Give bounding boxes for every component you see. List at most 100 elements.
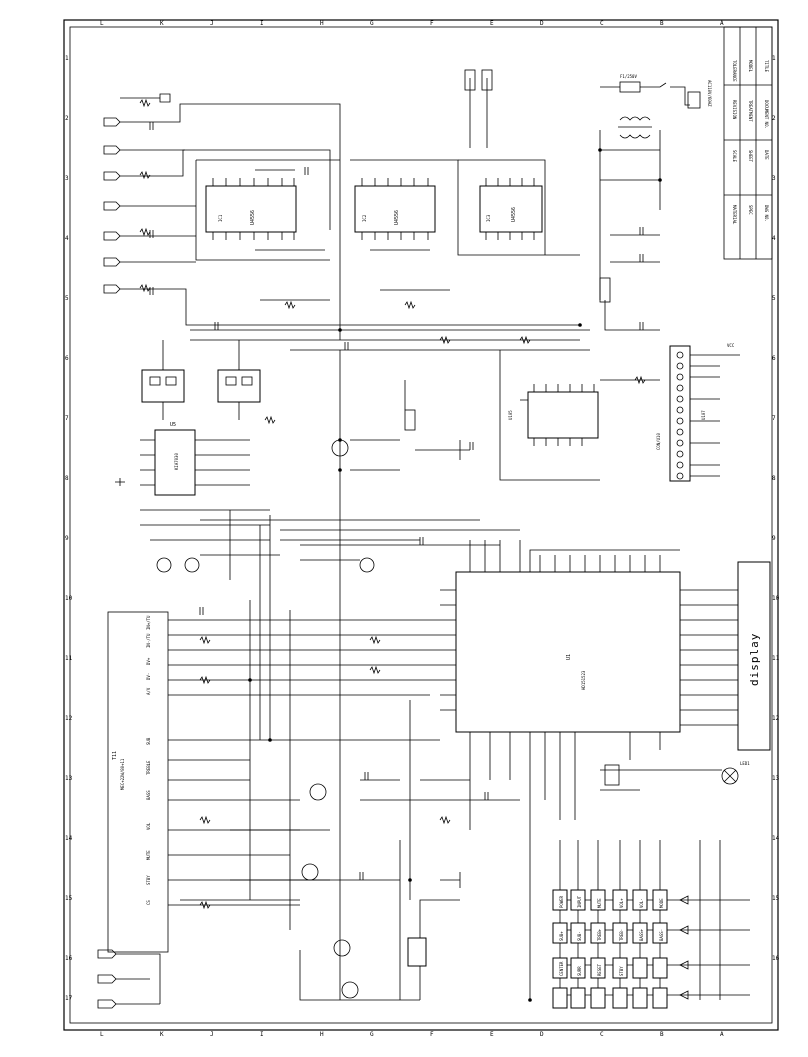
amplifier-u5: U5 KIA7030 (115, 422, 250, 496)
t11-label: T11 (112, 751, 118, 760)
key-label: MODE (659, 898, 664, 908)
svg-text:KIA7030: KIA7030 (174, 453, 179, 470)
u1-part: HD151523 (581, 670, 586, 690)
op-amp-ic1: IC1 U4556 (205, 178, 297, 240)
border-letter: I (260, 1031, 264, 1038)
border-letter: L (100, 20, 104, 27)
signal-label: IN-/TU (146, 633, 151, 648)
border-number: 11 (772, 655, 780, 662)
input-jacks (103, 117, 121, 294)
ic1-part: U4556 (250, 210, 256, 225)
border-letter: J (210, 20, 214, 27)
border-number: 9 (772, 535, 776, 542)
display-module: display (737, 561, 771, 751)
border-number: 10 (772, 595, 780, 602)
led-label: LED1 (740, 761, 750, 766)
border-letter: C (600, 1031, 604, 1038)
signal-label: A/V (146, 687, 151, 695)
border-letter: A (720, 1031, 724, 1038)
border-number: 1 (65, 55, 69, 62)
transistor-stage (140, 350, 470, 1000)
power-supply: AC110V/60HZ F1/250V (599, 74, 712, 331)
border-letter: B (660, 1031, 664, 1038)
t11-part: MEC+22W/80+11 (120, 758, 125, 790)
signal-label: TREBLE (146, 760, 151, 775)
resistors (139, 98, 646, 910)
ac-input-label: AC110V/60HZ (707, 80, 712, 107)
key-label: SURR (577, 966, 582, 976)
u105-ref: U105 (508, 410, 513, 420)
tb-material: MATERIAL (732, 205, 737, 225)
signal-label: CS (146, 900, 151, 905)
border-number: 11 (65, 655, 73, 662)
inner-border (69, 26, 773, 1024)
top-wiring (190, 69, 590, 351)
border-number: 6 (772, 355, 776, 362)
connector-u107: CON/U10 U107 VCC (656, 343, 740, 482)
key-label: CENTER (559, 961, 564, 976)
border-letter: B (660, 20, 664, 27)
border-letter: E (490, 20, 494, 27)
transformer-t11: T11 MEC+22W/80+11 (107, 611, 169, 953)
key-label: MUTE (597, 898, 602, 908)
border-number: 6 (65, 355, 69, 362)
capacitors (149, 122, 644, 880)
border-letter: E (490, 1031, 494, 1038)
border-number: 17 (65, 995, 73, 1002)
tb-sheet: SHEET (748, 150, 753, 163)
power-inputs (97, 949, 161, 1009)
mcu-u1: U1 HD151523 (455, 571, 681, 733)
mcu-wiring (200, 519, 738, 1000)
tb-tolerance: TOLERANCE (732, 60, 737, 82)
key-label: VOL+ (619, 898, 624, 908)
border-letter: D (540, 1031, 544, 1038)
signal-label: DV- (146, 673, 151, 680)
border-letter: G (370, 1031, 374, 1038)
signal-label: IN+/TU (146, 615, 151, 630)
border-letter: H (320, 20, 324, 27)
left-signal-labels: IN+/TU IN-/TU DV+ DV- A/V SUB TREBLE BAS… (146, 615, 151, 905)
border-number: 16 (772, 955, 780, 962)
svg-text:IC3: IC3 (486, 214, 491, 222)
key-label: BASS- (659, 929, 664, 941)
junction-dots (248, 148, 662, 1002)
border-number: 12 (772, 715, 780, 722)
border-number: 9 (65, 535, 69, 542)
signal-label: STBY (146, 875, 151, 885)
border-number: 1 (772, 55, 776, 62)
border-number: 5 (65, 295, 69, 302)
border-letter: F (430, 20, 434, 27)
border-number: 13 (772, 775, 780, 782)
border-number: 13 (65, 775, 73, 782)
top-border-labels: L K J I H G F E D C B A (100, 20, 724, 27)
border-number: 2 (772, 115, 776, 122)
border-letter: K (160, 20, 164, 27)
border-letter: D (540, 20, 544, 27)
border-number: 12 (65, 715, 73, 722)
svg-text:IC2: IC2 (362, 214, 367, 222)
border-letter: K (160, 1031, 164, 1038)
border-number: 14 (65, 835, 73, 842)
key-label: INPUT (577, 895, 582, 908)
vcc-label: VCC (727, 343, 735, 348)
border-letter: C (600, 20, 604, 27)
key-matrix: POWER INPUT MUTE VOL+ VOL- MODE SUB+ SUB… (552, 840, 750, 1009)
border-letter: F (430, 1031, 434, 1038)
sheet-border (63, 19, 779, 1031)
ic3-part: U4556 (511, 207, 517, 222)
u1-ref: U1 (566, 654, 572, 660)
border-letter: H (320, 1031, 324, 1038)
ic1-ref: IC1 (218, 214, 223, 222)
ic2-part: U4556 (394, 210, 400, 225)
tb-date: DATE (764, 150, 769, 160)
ic-u105: U105 (499, 350, 660, 481)
key-label: SUB- (577, 931, 582, 941)
tb-treatment: TREATMENT (748, 100, 753, 122)
border-number: 15 (772, 895, 780, 902)
border-letter: L (100, 1031, 104, 1038)
fuse-label: F1/250V (620, 74, 637, 79)
key-label: BASS+ (639, 928, 644, 941)
title-block: TOLERANCE MODEL TITLE REVISION TREATMENT… (723, 26, 773, 260)
key-label: POWER (559, 895, 564, 908)
key-label: VOL- (639, 898, 644, 908)
